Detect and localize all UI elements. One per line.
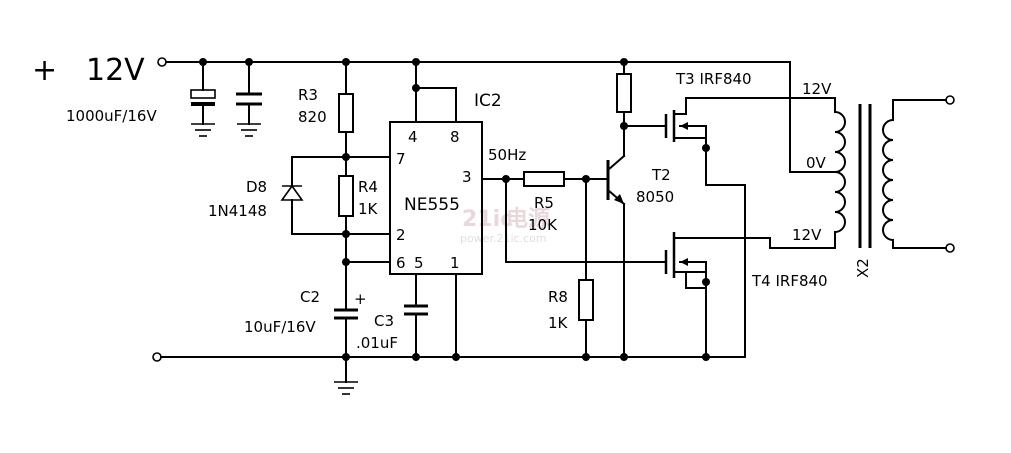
watermark-logo: 21ic [462,207,513,232]
transformer-x2 [833,95,955,253]
r4-value: 1K [358,200,379,218]
r5-name: R5 [534,194,554,212]
r3-name: R3 [298,86,318,104]
ic2-part: NE555 [404,195,460,215]
c1-value: 1000uF/16V [66,107,157,125]
t4-label: T4 IRF840 [751,272,828,290]
ic2-pin5: 5 [414,254,424,272]
junctions [199,58,710,361]
negative-terminal [152,352,162,362]
resistor-r8 [578,178,594,358]
r5-value: 10K [528,216,558,234]
c2-name: C2 [300,288,320,306]
t3-label: T3 IRF840 [675,70,752,88]
r3-value: 820 [298,108,327,126]
ground-rail [152,352,746,362]
resistor-r5 [523,171,609,187]
c2-polarity: + [354,290,367,308]
ic2-pin8: 8 [450,128,460,146]
resistor-r3 [338,61,354,158]
mosfet-t4 [664,232,836,358]
ic2-name: IC2 [474,91,502,111]
t2-name: T2 [651,166,671,184]
supply-voltage: 12V [86,53,145,88]
supply-plus: + [32,53,57,88]
d8-name: D8 [246,178,267,196]
c3-value: .01uF [356,334,398,352]
ic2-pin4: 4 [408,128,418,146]
capacitor-c2 [334,308,358,395]
d8-value: 1N4148 [208,202,267,220]
freq-label: 50Hz [488,146,526,164]
watermark-cn: 电源 [506,207,550,232]
ic2-pin6: 6 [396,254,406,272]
ic2-pin2: 2 [396,226,406,244]
x2-name: X2 [854,258,872,278]
diode-d8 [280,156,391,235]
capacitor-c3 [404,304,428,358]
t2-value: 8050 [636,188,674,206]
tap-top: 12V [802,80,832,98]
capacitor-c-bypass [236,61,262,137]
tap-bottom: 12V [792,226,822,244]
c2-value: 10uF/16V [244,318,316,336]
ic2-pin1: 1 [450,254,460,272]
tap-mid: 0V [806,154,827,172]
ic2-ne555 [389,61,483,358]
resistor-t2-collector [616,61,632,127]
ic2-pin3: 3 [462,168,472,186]
positive-terminal [157,57,167,67]
r4-name: R4 [358,178,378,196]
capacitor-c1 [190,61,216,137]
r8-name: R8 [548,288,568,306]
positive-rail [157,57,836,173]
ic2-pin7: 7 [396,150,406,168]
transistor-t2 [606,125,626,358]
r8-value: 1K [548,314,569,332]
c3-name: C3 [374,312,394,330]
mosfet-t3 [664,97,836,358]
